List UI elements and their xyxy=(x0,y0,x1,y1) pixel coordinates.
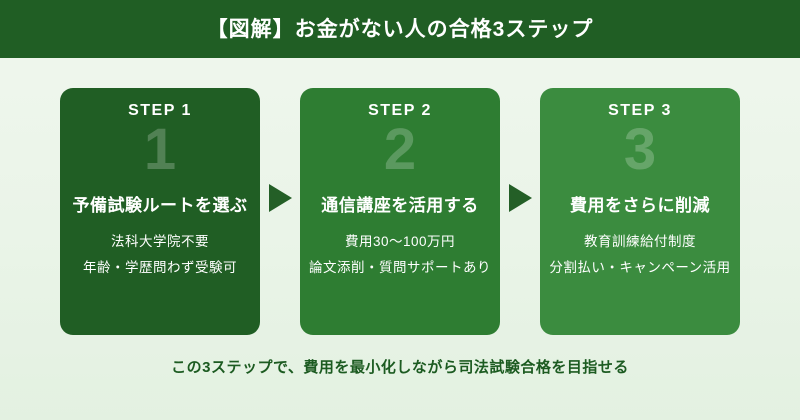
step-details: 費用30〜100万円 論文添削・質問サポートあり xyxy=(300,229,500,281)
steps-row: STEP 1 1 予備試験ルートを選ぶ 法科大学院不要 年齢・学歴問わず受験可 … xyxy=(0,58,800,335)
step-detail: 法科大学院不要 xyxy=(111,234,209,250)
step-number: 3 xyxy=(623,117,657,182)
step-card-2: STEP 2 2 通信講座を活用する 費用30〜100万円 論文添削・質問サポー… xyxy=(300,88,500,335)
step-detail: 教育訓練給付制度 xyxy=(584,234,696,250)
step-label: STEP 2 xyxy=(368,102,432,119)
steps-area: STEP 1 1 予備試験ルートを選ぶ 法科大学院不要 年齢・学歴問わず受験可 … xyxy=(0,58,800,376)
step-title: 予備試験ルートを選ぶ xyxy=(72,196,248,216)
header-bar: 【図解】お金がない人の合格3ステップ xyxy=(0,0,800,58)
arrow-right-icon xyxy=(268,184,292,212)
step-card-3: STEP 3 3 費用をさらに削減 教育訓練給付制度 分割払い・キャンペーン活用 xyxy=(540,88,740,335)
step-details: 法科大学院不要 年齢・学歴問わず受験可 xyxy=(60,229,260,281)
step-detail: 費用30〜100万円 xyxy=(344,234,456,250)
step-number: 2 xyxy=(383,117,417,182)
step-detail: 分割払い・キャンペーン活用 xyxy=(549,260,731,276)
step-detail: 論文添削・質問サポートあり xyxy=(309,260,491,276)
step-details: 教育訓練給付制度 分割払い・キャンペーン活用 xyxy=(540,229,740,281)
arrow-right-icon xyxy=(260,184,300,212)
step-title: 費用をさらに削減 xyxy=(570,196,710,216)
step-label: STEP 1 xyxy=(128,102,192,119)
page-title: 【図解】お金がない人の合格3ステップ xyxy=(206,17,594,41)
step-detail: 年齢・学歴問わず受験可 xyxy=(83,260,237,276)
arrow-right-icon xyxy=(508,184,532,212)
step-label: STEP 3 xyxy=(608,102,672,119)
step-number: 1 xyxy=(143,117,177,182)
step-title: 通信講座を活用する xyxy=(321,196,479,216)
footer-caption: この3ステップで、費用を最小化しながら司法試験合格を目指せる xyxy=(171,359,629,376)
arrow-right-icon xyxy=(500,184,540,212)
step-card-1: STEP 1 1 予備試験ルートを選ぶ 法科大学院不要 年齢・学歴問わず受験可 xyxy=(60,88,260,335)
